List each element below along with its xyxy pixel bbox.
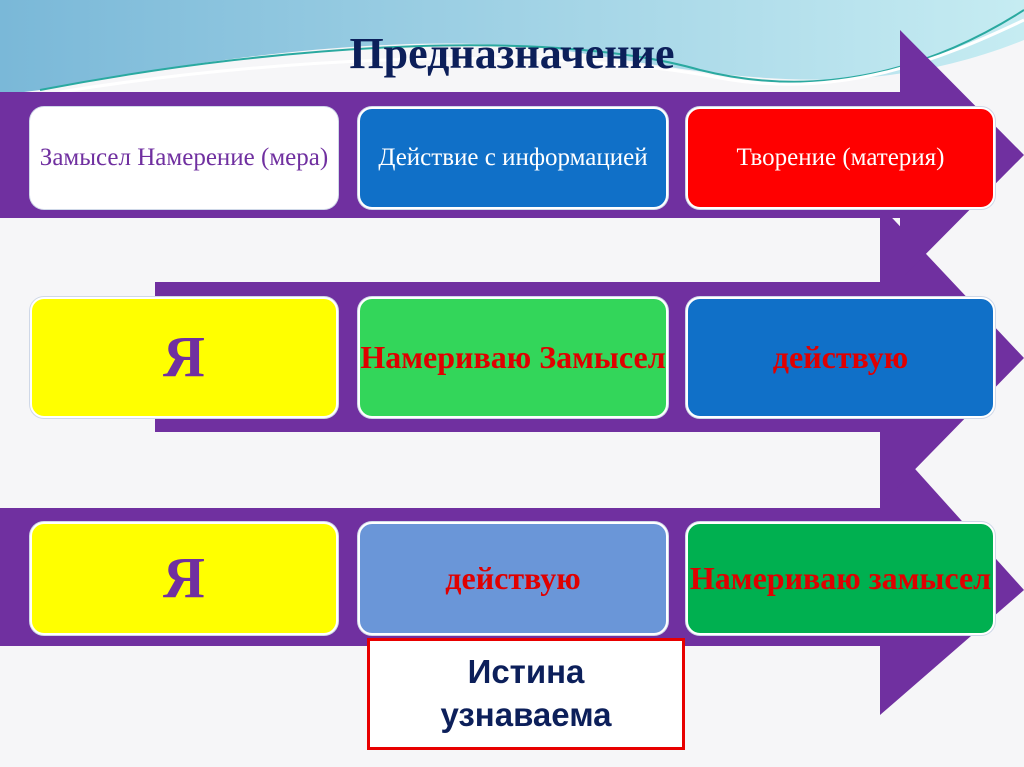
truth-box: Истина узнаваема xyxy=(367,638,685,750)
box-act: действую xyxy=(358,522,668,635)
truth-line-1: Истина xyxy=(467,653,585,691)
box-action-information: Действие с информацией xyxy=(358,107,668,209)
box-act: действую xyxy=(686,297,995,418)
box-i: Я xyxy=(30,297,338,418)
slide-title: Предназначение xyxy=(349,29,675,78)
box-creation-matter: Творение (материя) xyxy=(686,107,995,209)
box-plan-intent: Замысел Намерение (мера) xyxy=(30,107,338,209)
truth-line-2: узнаваема xyxy=(440,696,612,733)
box-i: Я xyxy=(30,522,338,635)
box-intend-plan: Намериваю Замысел xyxy=(358,297,668,418)
box-intend-plan: Намериваю замысел xyxy=(686,522,995,635)
